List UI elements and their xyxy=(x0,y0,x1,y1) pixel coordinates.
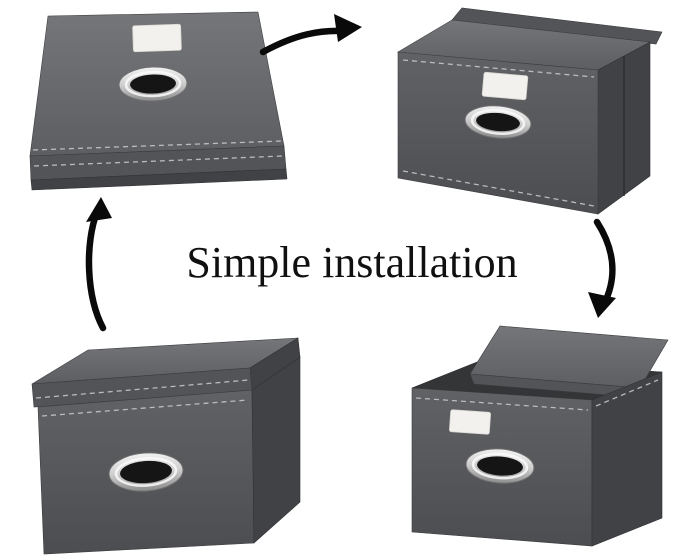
stitch-line xyxy=(33,155,284,167)
arrow-left-icon xyxy=(85,197,112,332)
step-assembled-box xyxy=(31,337,301,555)
handle-grommet-icon xyxy=(464,105,532,139)
blank-label xyxy=(481,71,529,101)
stitch-line xyxy=(402,59,595,78)
step-unfolding-box xyxy=(397,7,663,215)
arrow-top-icon xyxy=(259,14,362,56)
box-side-face xyxy=(591,371,663,547)
lid-front-band xyxy=(31,367,253,408)
handle-grommet-icon xyxy=(465,448,535,484)
stitch-line xyxy=(32,140,283,151)
page-title: Simple installation xyxy=(186,238,517,287)
box-bottom-edge xyxy=(30,168,288,191)
stitch-line xyxy=(595,379,659,407)
blank-label xyxy=(449,409,491,435)
blank-label xyxy=(132,23,182,53)
arrow-right-icon xyxy=(588,218,616,318)
stitch-line xyxy=(415,397,589,411)
stitch-line xyxy=(41,399,249,417)
step-lid-placement-box xyxy=(411,325,669,547)
handle-grommet-icon xyxy=(118,66,188,102)
handle-grommet-icon xyxy=(108,452,184,492)
step-folded-flat-box xyxy=(29,11,288,191)
